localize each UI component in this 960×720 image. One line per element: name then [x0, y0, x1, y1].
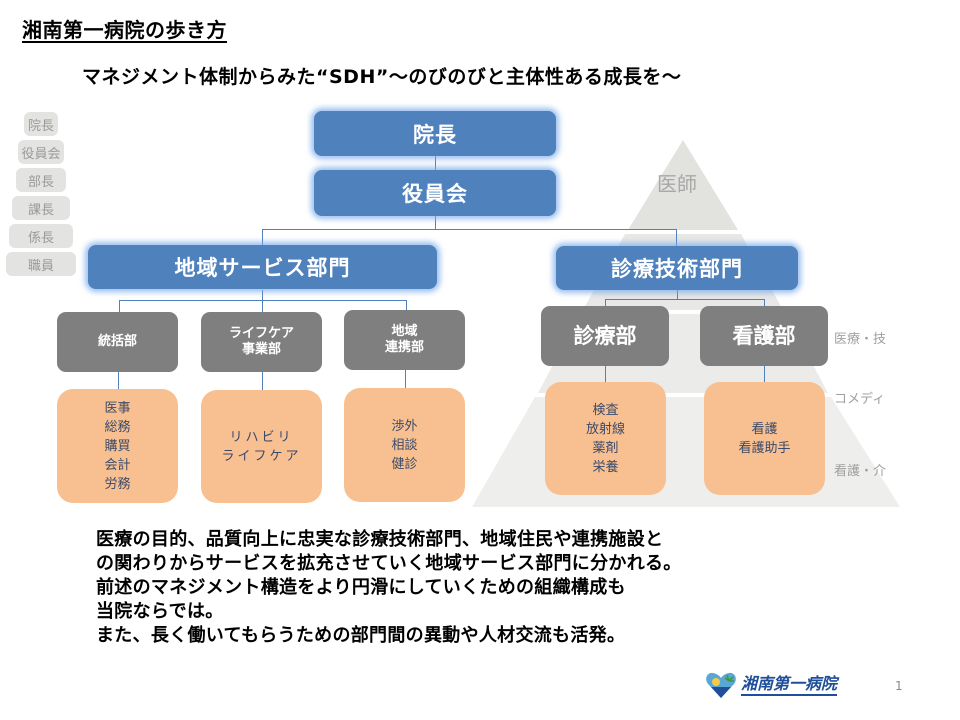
- org-node-board-label: 役員会: [402, 182, 468, 206]
- description-line: 医療の目的、品質向上に忠実な診療技術部門、地域住民や連携施設と: [96, 529, 664, 550]
- section-item: 健診: [391, 456, 418, 472]
- watermark-level-staff: 職員: [6, 252, 76, 276]
- connector-clinical-down: [677, 290, 678, 299]
- connector-medical-sections: [605, 366, 606, 382]
- section-item: リハビリ: [229, 429, 294, 445]
- connector-liaison-sections: [405, 370, 406, 388]
- regional-liaison-dept-label-line1: 地域: [391, 323, 418, 339]
- general-affairs-dept-label: 統括部: [97, 333, 137, 349]
- section-item: 購買: [104, 438, 131, 454]
- sections-medical: 検査 放射線 薬剤 栄養: [545, 382, 666, 495]
- lifecare-dept-label-line2: 事業部: [241, 342, 281, 357]
- regional-services-division-label: 地域サービス部門: [174, 256, 351, 280]
- section-item: 労務: [104, 476, 131, 492]
- org-node-lifecare-dept[interactable]: ライフケア 事業部: [201, 312, 322, 372]
- connector-nursing-sections: [764, 366, 765, 382]
- slide-title: 湘南第一病院の歩き方: [22, 18, 227, 42]
- connector-divisions-horizontal: [262, 229, 676, 230]
- watermark-level-director: 院長: [24, 112, 58, 136]
- section-item: 検査: [592, 402, 619, 418]
- description-line: 当院ならでは。: [96, 601, 224, 622]
- connector-general-affairs-sections: [118, 372, 119, 390]
- section-item: 放射線: [585, 421, 625, 437]
- nursing-dept-label: 看護部: [732, 323, 796, 348]
- connector-regional-depts-horizontal: [119, 300, 406, 301]
- watermark-level-subsection-chief: 係長: [9, 224, 73, 248]
- section-item: ライフケア: [221, 448, 302, 464]
- section-item: 薬剤: [592, 440, 619, 456]
- regional-liaison-dept-label-line2: 連携部: [384, 340, 424, 355]
- section-item: 総務: [104, 419, 131, 435]
- connector-to-regional-division: [262, 229, 263, 245]
- org-node-regional-liaison-dept[interactable]: 地域 連携部: [344, 310, 465, 370]
- org-node-regional-services-division[interactable]: 地域サービス部門: [88, 245, 437, 289]
- connector-to-nursing-dept: [764, 299, 765, 306]
- connector-regional-down: [262, 290, 263, 314]
- watermark-level-manager: 部長: [16, 168, 66, 192]
- org-node-medical-dept[interactable]: 診療部: [541, 306, 669, 366]
- description-line: また、長く働いてもらうための部門間の異動や人材交流も活発。: [96, 625, 626, 646]
- sections-regional-liaison: 渉外 相談 健診: [344, 388, 465, 502]
- slide-subtitle: マネジメント体制からみた“SDH”～のびのびと主体性ある成長を～: [82, 66, 682, 88]
- heart-palm-logo-icon: [706, 672, 736, 698]
- clinical-technical-division-label: 診療技術部門: [611, 257, 743, 281]
- org-node-director-label: 院長: [413, 122, 457, 147]
- watermark-pyramid-level-medical-tech: 医療・技: [834, 332, 887, 347]
- section-item: 医事: [104, 400, 131, 416]
- page-number: 1: [895, 679, 903, 693]
- connector-lifecare-sections: [262, 372, 263, 391]
- org-node-nursing-dept[interactable]: 看護部: [700, 306, 828, 366]
- medical-dept-label: 診療部: [573, 323, 637, 348]
- section-item: 看護助手: [738, 440, 791, 456]
- sections-lifecare: リハビリ ライフケア: [201, 390, 322, 503]
- org-node-board[interactable]: 役員会: [314, 170, 556, 216]
- hospital-logo-text: 湘南第一病院: [741, 674, 838, 696]
- description-line: 前述のマネジメント構造をより円滑にしていくための組織構成も: [96, 577, 626, 598]
- hospital-logo: 湘南第一病院: [705, 671, 838, 699]
- description-text: 医療の目的、品質向上に忠実な診療技術部門、地域住民や連携施設と の関わりからサー…: [96, 528, 682, 648]
- section-item: 会計: [104, 457, 131, 473]
- watermark-pyramid-level-comedical: コメディ: [834, 392, 886, 407]
- sections-general-affairs: 医事 総務 購買 会計 労務: [57, 389, 178, 503]
- section-item: 相談: [391, 437, 418, 453]
- connector-to-general-affairs: [119, 300, 120, 314]
- watermark-left-hierarchy: 院長 役員会 部長 課長 係長 職員: [6, 112, 76, 292]
- connector-to-regional-liaison: [406, 300, 407, 312]
- connector-to-medical-dept: [605, 299, 606, 306]
- section-item: 栄養: [592, 459, 619, 475]
- watermark-level-section-chief: 課長: [12, 196, 70, 220]
- sections-nursing: 看護 看護助手: [704, 382, 825, 495]
- org-node-clinical-technical-division[interactable]: 診療技術部門: [556, 246, 798, 290]
- lifecare-dept-label-line1: ライフケア: [228, 325, 294, 341]
- connector-board-down: [435, 216, 436, 230]
- org-node-general-affairs-dept[interactable]: 統括部: [57, 312, 178, 372]
- description-line: の関わりからサービスを拡充させていく地域サービス部門に分かれる。: [96, 553, 682, 574]
- connector-director-board: [435, 156, 436, 170]
- section-item: 渉外: [391, 418, 418, 434]
- watermark-pyramid-level-nursing-care: 看護・介: [834, 464, 887, 479]
- org-node-director[interactable]: 院長: [314, 111, 556, 156]
- watermark-pyramid-level-doctor: 医師: [657, 172, 697, 196]
- connector-clinical-depts-horizontal: [605, 299, 764, 300]
- watermark-level-board: 役員会: [18, 140, 64, 164]
- connector-to-clinical-division: [676, 229, 677, 246]
- section-item: 看護: [751, 421, 778, 437]
